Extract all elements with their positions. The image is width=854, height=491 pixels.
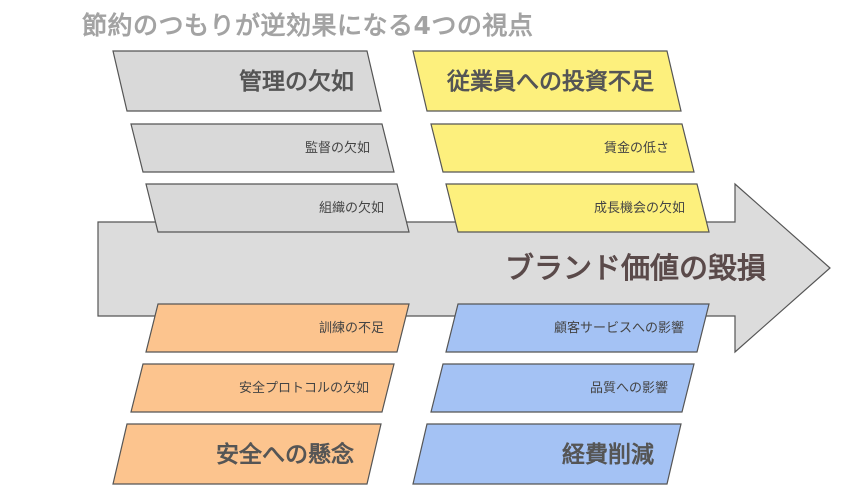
cost-item-box xyxy=(430,363,695,413)
safety-main-box xyxy=(112,423,382,485)
diagram-title: 節約のつもりが逆効果になる4つの視点 xyxy=(82,11,534,40)
safety-item-label: 訓練の不足 xyxy=(319,320,384,336)
cost-main-box xyxy=(412,423,682,485)
safety-item-label: 安全プロトコルの欠如 xyxy=(239,380,369,396)
employees-item-label: 賃金の低さ xyxy=(604,140,669,156)
employees-item-box xyxy=(445,183,710,233)
cost-item-box xyxy=(445,303,710,353)
cost-item-label: 顧客サービスへの影響 xyxy=(554,320,684,336)
cost-item-label: 品質への影響 xyxy=(590,380,668,396)
management-main-label: 管理の欠如 xyxy=(239,68,354,95)
safety-main-label: 安全への懸念 xyxy=(216,441,354,468)
safety-item-box xyxy=(130,363,395,413)
employees-item-label: 成長機会の欠如 xyxy=(594,200,685,216)
management-item-label: 監督の欠如 xyxy=(305,140,370,156)
employees-item-box xyxy=(430,123,695,173)
safety-item-box xyxy=(145,303,410,353)
management-main-box xyxy=(112,50,382,112)
management-item-box xyxy=(130,123,395,173)
cost-main-label: 経費削減 xyxy=(562,441,654,468)
employees-main-box xyxy=(412,50,682,112)
management-item-box xyxy=(145,183,410,233)
employees-main-label: 従業員への投資不足 xyxy=(446,68,654,95)
management-item-label: 組織の欠如 xyxy=(319,200,384,216)
center-label: ブランド価値の毀損 xyxy=(505,251,766,285)
